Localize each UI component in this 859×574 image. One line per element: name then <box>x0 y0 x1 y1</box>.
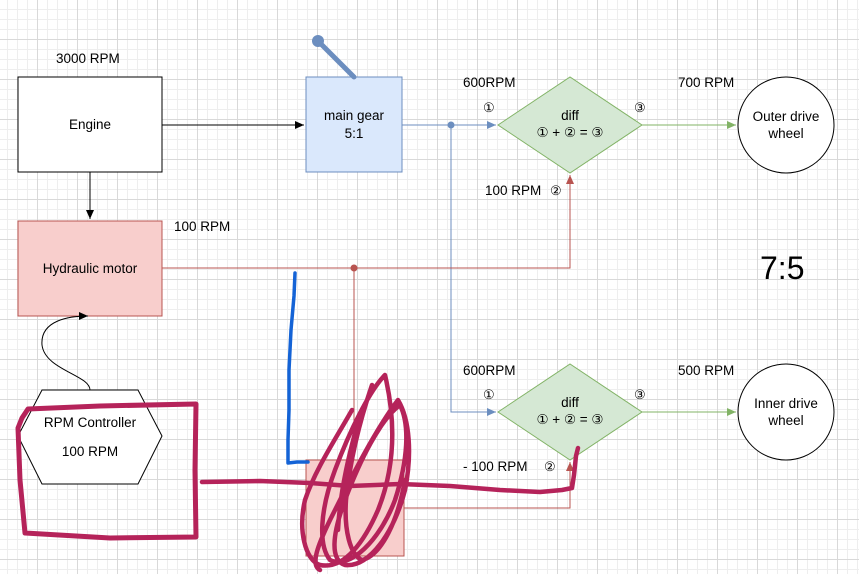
diff-top-out-rpm: 700 RPM <box>678 75 735 90</box>
rpm-controller-hexagon[interactable] <box>17 389 163 485</box>
inner-wheel-circle[interactable] <box>737 363 835 461</box>
blue-pen-stroke[interactable] <box>286 271 310 465</box>
diff-bottom-title: diff <box>561 395 579 410</box>
edge-hydraulic-to-diff-top[interactable] <box>162 175 574 269</box>
red-junction-dot <box>350 264 358 272</box>
rpm-controller-title: RPM Controller <box>43 415 137 430</box>
outer-wheel-line2: wheel <box>768 126 804 141</box>
red-pen-frame-stroke[interactable] <box>15 401 199 541</box>
engine-label: Engine <box>18 77 162 172</box>
edge-gear-to-diff-bottom[interactable] <box>450 125 496 416</box>
wheel-speed-ratio: 7:5 <box>760 250 805 286</box>
main-gear-label: main gear 5:1 <box>306 77 402 172</box>
hydraulic-motor-title: Hydraulic motor <box>42 261 138 276</box>
red-pen-scribble-stroke[interactable] <box>300 372 412 573</box>
main-gear-title: main gear <box>323 107 385 123</box>
diff-top-in1-marker: ① <box>483 100 495 115</box>
diff-bottom-in1-marker: ① <box>483 387 495 402</box>
hydraulic-motor-label: Hydraulic motor <box>18 221 162 316</box>
blue-junction-dot <box>447 121 455 129</box>
main-gear-ratio: 5:1 <box>344 125 364 141</box>
engine-rpm-label: 3000 RPM <box>56 51 120 66</box>
rpm-controller-value: 100 RPM <box>61 444 119 459</box>
diff-top-in2-rpm: 100 RPM <box>485 183 542 198</box>
diff-bottom-in1-rpm: 600RPM <box>463 363 516 378</box>
diff-bottom-text: diff ① + ② = ③ <box>510 394 630 428</box>
diff-bottom-in2-rpm: - 100 RPM <box>463 459 528 474</box>
diff-top-formula: ① + ② = ③ <box>536 125 604 140</box>
main-gear-box[interactable] <box>305 76 403 173</box>
outer-wheel-circle[interactable] <box>737 76 835 174</box>
diff-bottom-in2-marker: ② <box>544 459 556 474</box>
diff-top-in1-rpm: 600RPM <box>463 75 516 90</box>
inner-wheel-label: Inner drive wheel <box>738 364 834 460</box>
outer-wheel-label: Outer drive wheel <box>738 77 834 173</box>
gear-lever-knob[interactable] <box>312 35 324 47</box>
diff-top-title: diff <box>561 108 579 123</box>
edge-box-to-diff-bottom[interactable] <box>404 462 574 509</box>
hydraulic-motor-box[interactable] <box>17 220 163 317</box>
outer-wheel-line1: Outer drive <box>752 109 820 124</box>
inner-wheel-line2: wheel <box>768 413 804 428</box>
diff-top-out-marker: ③ <box>634 100 646 115</box>
diff-top-text: diff ① + ② = ③ <box>510 107 630 141</box>
edge-controller-to-hydraulic[interactable] <box>41 312 91 391</box>
rpm-controller-label: RPM Controller 100 RPM <box>18 390 162 484</box>
diff-bottom-formula: ① + ② = ③ <box>536 412 604 427</box>
hydraulic-rpm-label: 100 RPM <box>174 219 231 234</box>
gear-lever-handle[interactable] <box>315 38 357 80</box>
inner-wheel-line1: Inner drive <box>754 396 818 411</box>
engine-title: Engine <box>68 117 112 132</box>
diff-bottom-out-marker: ③ <box>634 387 646 402</box>
diff-bottom-out-rpm: 500 RPM <box>678 363 735 378</box>
diff-top-in2-marker: ② <box>550 183 562 198</box>
engine-box[interactable] <box>17 76 163 173</box>
